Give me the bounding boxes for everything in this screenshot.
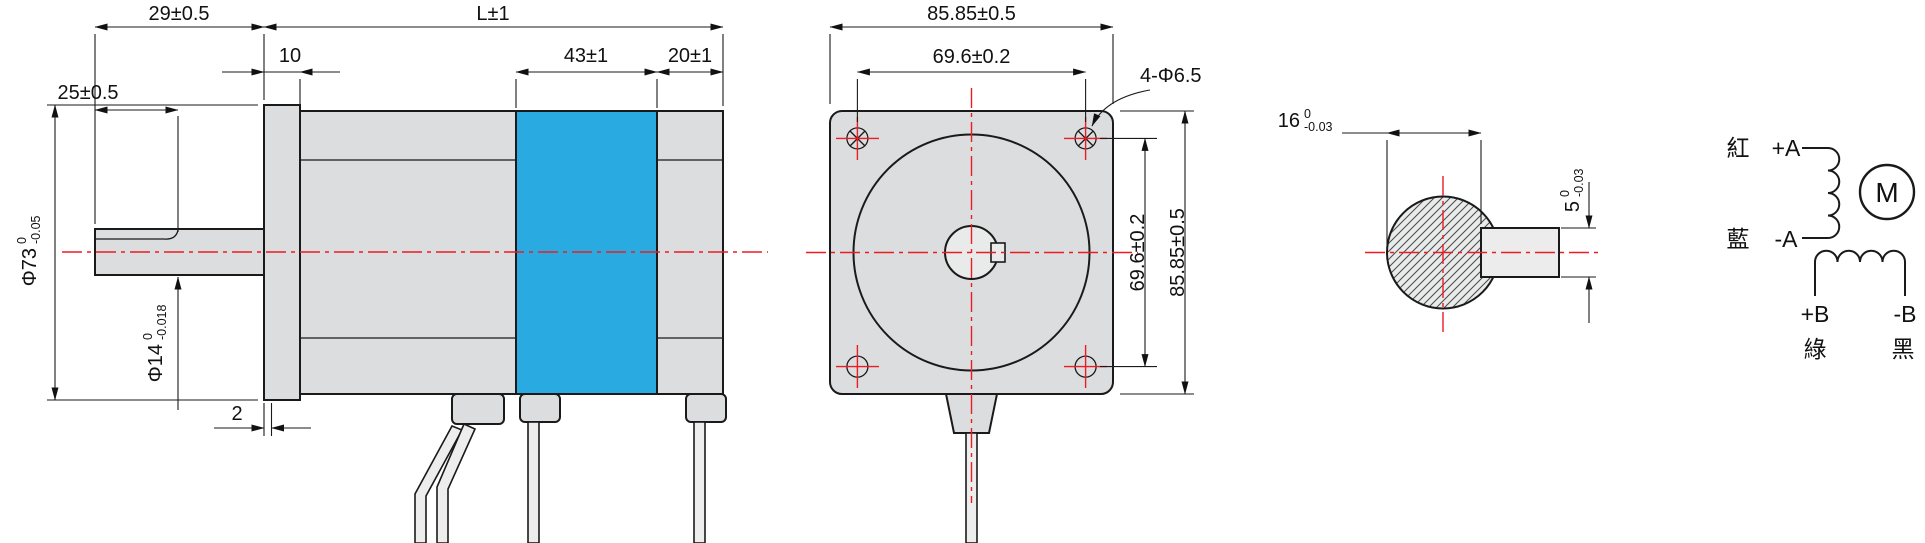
- dim-key-height: 5 0 -0.03: [1558, 168, 1586, 212]
- dim-body-length: L±1: [476, 3, 509, 25]
- lead-a-neg-label: -A: [1775, 226, 1799, 252]
- shaft-section-view: 16 0 -0.03 5 0 -0.03: [1278, 107, 1598, 332]
- lead-color-black-label: 黑: [1892, 336, 1915, 362]
- dim-width: 85.85±0.5: [927, 3, 1016, 25]
- tol-upper: 0: [1558, 190, 1572, 197]
- dim-holes: 4-Φ6.5: [1140, 65, 1202, 87]
- dim-height: 85.85±0.5: [1167, 208, 1189, 297]
- phase-b-coil: [1814, 249, 1906, 263]
- wiring-diagram: 紅 +A 藍 -A M +B -B 綠 黑: [1727, 135, 1917, 362]
- dim-value: 5: [1562, 201, 1584, 212]
- dim-value: 85.85±0.5: [1167, 208, 1189, 297]
- tol-lower: -0.03: [1304, 120, 1333, 134]
- lead-a-pos-label: +A: [1772, 135, 1801, 161]
- motor-symbol-label: M: [1875, 177, 1898, 208]
- tol-upper: 0: [141, 333, 155, 340]
- cable-gland: [685, 393, 727, 423]
- dim-value: Φ14: [145, 344, 167, 382]
- dim-value: 69.6±0.2: [1127, 214, 1149, 292]
- cable-gland: [451, 393, 505, 425]
- lead-color-blue-label: 藍: [1727, 226, 1750, 252]
- lead-wire: [527, 421, 540, 543]
- cable-gland: [519, 393, 561, 423]
- dim-hole-span-v: 69.6±0.2: [1127, 214, 1149, 292]
- tol-lower: -0.05: [29, 215, 43, 244]
- dim-hole-span-h: 69.6±0.2: [933, 46, 1011, 68]
- hole-centermarks: [836, 117, 1107, 388]
- dim-shaft-dia: Φ14 0 -0.018: [141, 305, 169, 383]
- dim-flange-thickness: 10: [279, 45, 301, 67]
- dim-pilot-dia: Φ73 0 -0.05: [15, 215, 43, 286]
- dim-shaft-length: 29±0.5: [148, 3, 209, 25]
- side-view: 29±0.5 L±1 10 43±1 20±1 25±0.5 Φ73 0 -0.…: [15, 3, 768, 543]
- phase-a-coil: [1827, 147, 1841, 239]
- lead-color-green-label: 綠: [1804, 336, 1827, 362]
- dim-mid-section: 43±1: [564, 45, 608, 67]
- dim-across-flat: 16 0 -0.03: [1278, 107, 1333, 134]
- tol-upper: 0: [15, 237, 29, 244]
- tol-lower: -0.018: [155, 305, 169, 340]
- dim-value: 16: [1278, 110, 1300, 132]
- motor-symbol-circle: [1858, 163, 1916, 221]
- tol-lower: -0.03: [1572, 168, 1586, 197]
- front-view: 85.85±0.5 69.6±0.2 4-Φ6.5 69.6±0.2 85.85…: [806, 3, 1202, 543]
- dim-value: Φ73: [19, 248, 41, 286]
- lead-b-neg-label: -B: [1894, 301, 1917, 327]
- lead-b-pos-label: +B: [1801, 301, 1830, 327]
- front-view-dimensions: 85.85±0.5 69.6±0.2 4-Φ6.5 69.6±0.2 85.85…: [829, 3, 1202, 395]
- lead-wire: [693, 421, 706, 543]
- lead-color-red-label: 紅: [1727, 135, 1750, 161]
- side-view-dimensions: 29±0.5 L±1 10 43±1 20±1 25±0.5 Φ73 0 -0.…: [15, 3, 724, 436]
- tol-upper: 0: [1304, 107, 1311, 121]
- dim-boss-height: 2: [231, 403, 242, 425]
- dim-rear-section: 20±1: [668, 45, 712, 67]
- lead-wire: [436, 422, 477, 543]
- leader-line: [1091, 89, 1151, 127]
- dim-flat-length: 25±0.5: [57, 82, 118, 104]
- bolt-holes: [836, 117, 1107, 388]
- shaft-detail-dimensions: 16 0 -0.03 5 0 -0.03: [1278, 107, 1596, 323]
